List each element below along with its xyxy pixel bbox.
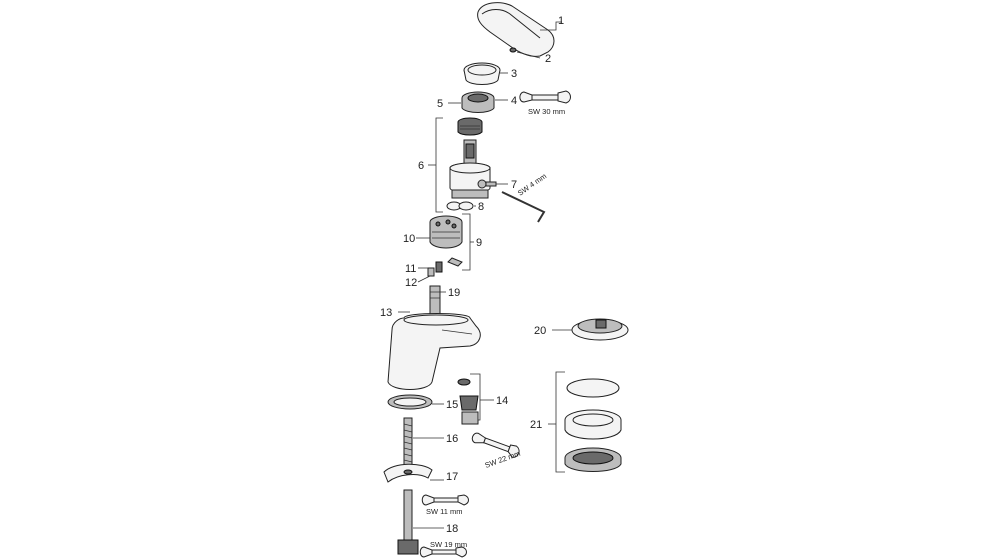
hex-key-icon <box>501 191 546 223</box>
wrench-sw22-icon <box>471 432 520 458</box>
wrench-sw19-icon <box>419 546 467 558</box>
callout-20: 20 <box>534 325 546 337</box>
lever-handle <box>477 2 555 57</box>
tool-label-sw30: SW 30 mm <box>528 107 565 116</box>
tool-label-sw19: SW 19 mm <box>430 540 467 549</box>
cover-ring <box>463 62 501 85</box>
supply-hose-top <box>429 285 441 315</box>
small-screws <box>427 257 463 277</box>
wrench-sw30-icon <box>519 90 571 104</box>
callout-11: 11 <box>405 263 416 275</box>
callout-6: 6 <box>418 160 424 172</box>
wrench-sw11-icon <box>421 494 469 506</box>
drain-assembly <box>564 378 622 472</box>
callout-9: 9 <box>476 237 482 249</box>
callout-14: 14 <box>496 395 508 407</box>
callout-7: 7 <box>511 179 517 191</box>
callout-1: 1 <box>558 15 564 27</box>
tool-label-sw11: SW 11 mm <box>426 507 463 516</box>
callout-16: 16 <box>446 433 458 445</box>
callout-10: 10 <box>403 233 415 245</box>
tool-label-sw4: SW 4 mm <box>516 171 548 197</box>
callout-15: 15 <box>446 399 458 411</box>
callout-5: 5 <box>437 98 443 110</box>
callout-18: 18 <box>446 523 458 535</box>
spout-body <box>387 313 481 390</box>
callout-3: 3 <box>511 68 517 80</box>
fixing-plate <box>383 463 433 483</box>
tool-label-sw22: SW 22 mm <box>484 449 522 470</box>
callout-13: 13 <box>380 307 392 319</box>
drain-cap <box>571 318 629 341</box>
callout-19: 19 <box>448 287 460 299</box>
callout-12: 12 <box>405 277 417 289</box>
callout-4: 4 <box>511 95 517 107</box>
cartridge-screw <box>477 179 497 189</box>
seals <box>446 201 474 211</box>
threaded-rod <box>403 417 413 471</box>
callout-21: 21 <box>530 419 542 431</box>
cartridge <box>449 139 491 199</box>
aerator <box>457 378 479 425</box>
cartridge-top-sleeve <box>457 117 483 136</box>
callout-2: 2 <box>545 53 551 65</box>
callout-17: 17 <box>446 471 458 483</box>
base-gasket <box>387 394 433 410</box>
cartridge-nut <box>461 91 495 113</box>
callout-8: 8 <box>478 201 484 213</box>
lower-rod <box>397 489 419 555</box>
valve-body <box>429 215 463 249</box>
